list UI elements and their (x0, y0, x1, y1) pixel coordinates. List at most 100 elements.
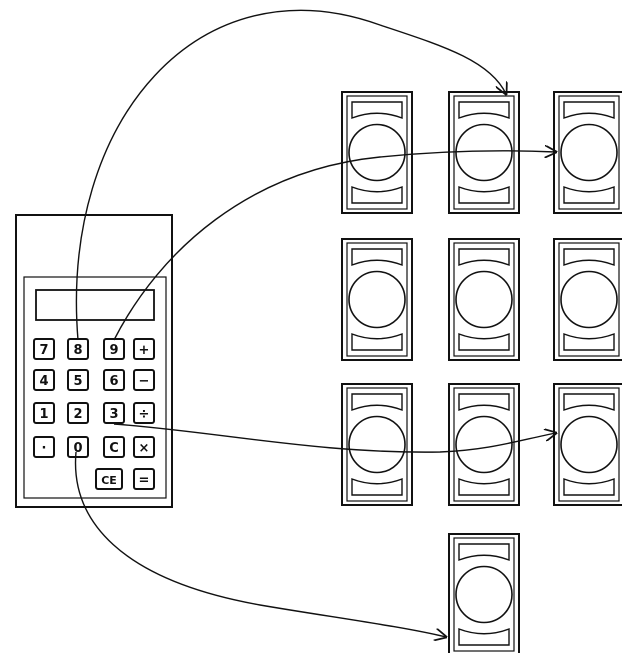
calculator-body (15, 214, 173, 508)
key-dot-label: · (42, 441, 47, 456)
tile-inner-frame (453, 242, 515, 357)
tile-circle (348, 123, 406, 182)
tile-row1-col3 (553, 91, 622, 214)
tile-inner-frame (346, 95, 408, 210)
tile-top-bracket (351, 101, 403, 120)
key-9[interactable]: 9 (103, 338, 125, 360)
key-ce[interactable]: CE (95, 468, 123, 490)
key-dot-frame (33, 436, 55, 458)
tile-top-bracket (563, 248, 615, 267)
mapping-arrows (74, 9, 556, 637)
key-8-label: 8 (73, 343, 82, 358)
tile-bottom-bracket (563, 185, 615, 204)
arrow-key-9-to-row1-col3 (113, 151, 556, 341)
key-1[interactable]: 1 (33, 402, 55, 424)
key-minus-frame (133, 369, 155, 391)
tile-bottom-bracket (351, 185, 403, 204)
key-minus[interactable]: − (133, 369, 155, 391)
tile-frame (448, 238, 520, 361)
key-multiply-label: × (139, 441, 150, 456)
key-dot[interactable]: · (33, 436, 55, 458)
key-0-frame (67, 436, 89, 458)
tile-circle (560, 270, 618, 329)
tile-frame (448, 533, 520, 653)
tile-circle (455, 123, 513, 182)
tile-bottom-bracket (458, 332, 510, 351)
key-c-frame (103, 436, 125, 458)
key-4-label: 4 (39, 374, 48, 389)
tile-inner-frame (453, 387, 515, 502)
key-1-label: 1 (39, 407, 48, 422)
calculator-panel (23, 276, 167, 499)
key-plus-frame (133, 338, 155, 360)
key-4[interactable]: 4 (33, 369, 55, 391)
key-equals[interactable]: = (133, 468, 155, 490)
tile-circle (348, 270, 406, 329)
tile-frame (553, 238, 622, 361)
tile-row3-col3 (553, 383, 622, 506)
tile-circle (455, 415, 513, 474)
tile-bottom-bracket (458, 185, 510, 204)
key-3[interactable]: 3 (103, 402, 125, 424)
tile-row2-col3 (553, 238, 622, 361)
calculator-display (35, 289, 155, 321)
key-6-label: 6 (109, 374, 118, 389)
tile-top-bracket (563, 393, 615, 412)
tile-frame (553, 383, 622, 506)
key-9-label: 9 (109, 343, 118, 358)
tile-row2-col1 (341, 238, 413, 361)
key-0-label: 0 (73, 441, 82, 456)
key-minus-label: − (139, 374, 150, 389)
tile-inner-frame (558, 242, 620, 357)
tile-circle (455, 565, 513, 624)
key-0[interactable]: 0 (67, 436, 89, 458)
key-plus-label: + (139, 343, 150, 358)
tile-frame (448, 383, 520, 506)
key-plus[interactable]: + (133, 338, 155, 360)
tile-bottom-bracket (563, 332, 615, 351)
calculator: 7 8 9 +4 5 6 − 1 2 3 ÷ · 0 C × CE = (15, 214, 173, 508)
key-2-frame (67, 402, 89, 424)
tile-top-bracket (458, 101, 510, 120)
key-7[interactable]: 7 (33, 338, 55, 360)
key-2-label: 2 (73, 407, 82, 422)
key-6-frame (103, 369, 125, 391)
key-5-label: 5 (73, 374, 82, 389)
key-divide-frame (133, 402, 155, 424)
key-ce-label: CE (101, 474, 117, 487)
tile-frame (341, 91, 413, 214)
calculator-keypad: 7 8 9 +4 5 6 − 1 2 3 ÷ · 0 C × CE = (33, 338, 155, 490)
key-multiply[interactable]: × (133, 436, 155, 458)
key-5[interactable]: 5 (67, 369, 89, 391)
key-6[interactable]: 6 (103, 369, 125, 391)
key-3-label: 3 (109, 407, 118, 422)
tile-circle (560, 415, 618, 474)
key-c[interactable]: C (103, 436, 125, 458)
arrow-key-0-to-row4-col2 (74, 451, 446, 637)
tile-bottom-bracket (458, 627, 510, 646)
key-5-frame (67, 369, 89, 391)
tile-inner-frame (558, 387, 620, 502)
tile-row3-col1 (341, 383, 413, 506)
tile-circle (348, 415, 406, 474)
key-8[interactable]: 8 (67, 338, 89, 360)
tile-row1-col2 (448, 91, 520, 214)
tile-inner-frame (346, 387, 408, 502)
tile-bottom-bracket (351, 332, 403, 351)
key-2[interactable]: 2 (67, 402, 89, 424)
tile-frame (341, 238, 413, 361)
key-equals-label: = (139, 473, 150, 488)
arrow-key-8-to-row1-col2 (75, 9, 506, 341)
tile-top-bracket (563, 101, 615, 120)
key-3-frame (103, 402, 125, 424)
tile-row3-col2 (448, 383, 520, 506)
key-divide-label: ÷ (139, 407, 150, 422)
key-divide[interactable]: ÷ (133, 402, 155, 424)
key-7-label: 7 (39, 343, 48, 358)
key-7-frame (33, 338, 55, 360)
key-ce-frame (95, 468, 123, 490)
tile-frame (341, 383, 413, 506)
tile-bottom-bracket (563, 477, 615, 496)
tile-row2-col2 (448, 238, 520, 361)
